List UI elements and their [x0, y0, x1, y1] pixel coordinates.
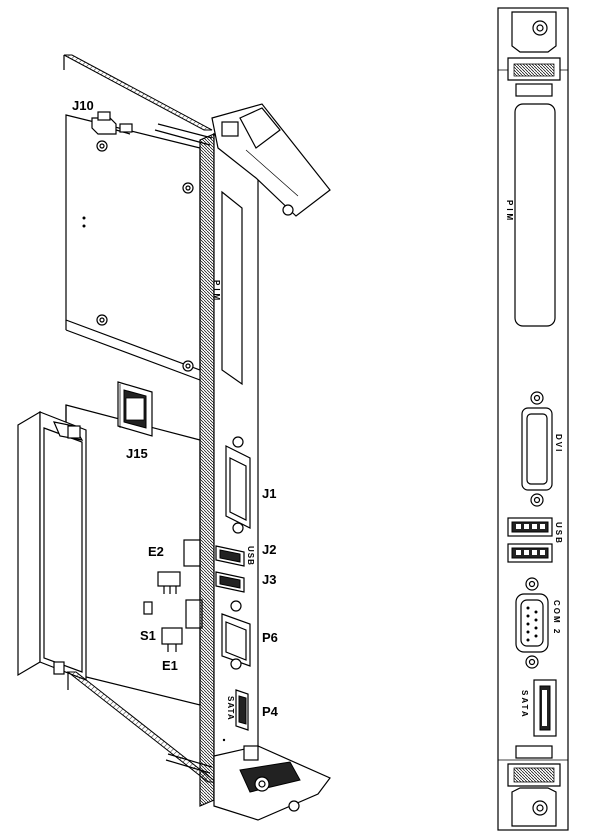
upper-ejector-handle [211, 103, 331, 217]
iso-usb-text: USB [246, 546, 255, 566]
callout-p4: P4 [262, 704, 279, 719]
front-dvi-connector [521, 391, 553, 507]
callout-j10: J10 [72, 98, 94, 113]
top-rail [63, 54, 213, 131]
front-bottom-handle [507, 745, 561, 827]
iso-pim-text: PIM [212, 280, 221, 303]
callout-j1: J1 [262, 486, 276, 501]
callout-e1: E1 [162, 658, 178, 673]
s1-e1-switch [143, 599, 203, 652]
callout-e2: E2 [148, 544, 164, 559]
front-sata-connector [533, 679, 557, 737]
callout-j2: J2 [262, 542, 276, 557]
j10-connector [91, 111, 133, 135]
isometric-view: PIM USB SATA J10 J15 J1 J2 J3 E2 S1 E1 P… [17, 54, 331, 821]
callout-j15: J15 [126, 446, 148, 461]
iso-front-panel [199, 132, 259, 807]
e2-jumper [157, 539, 201, 594]
front-usb-text: USB [554, 522, 563, 545]
pim-board [65, 114, 201, 381]
front-top-handle [507, 11, 561, 97]
callout-p6: P6 [262, 630, 278, 645]
callout-s1: S1 [140, 628, 156, 643]
front-dvi-text: DVI [554, 434, 563, 453]
front-sata-text: SATA [520, 690, 529, 719]
j15-connector [117, 381, 153, 437]
callout-j3: J3 [262, 572, 276, 587]
front-com2-text: COM 2 [552, 600, 561, 635]
front-pim-text: PIM [505, 200, 514, 223]
front-com2-connector [515, 577, 549, 669]
lower-ejector-handle [213, 745, 331, 821]
front-view: PIM DVI USB [497, 7, 569, 831]
front-pim-opening [514, 103, 556, 327]
iso-sata-text: SATA [226, 696, 235, 721]
front-usb-ports [507, 517, 553, 563]
backplane-connector [17, 410, 87, 681]
